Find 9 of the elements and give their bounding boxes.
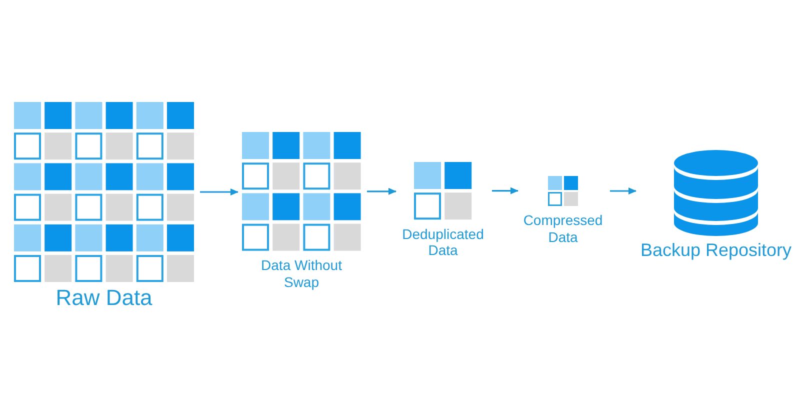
arrow <box>610 188 636 194</box>
arrow <box>367 188 396 195</box>
node-label: Data Without Swap <box>260 256 343 290</box>
arrow <box>492 187 518 194</box>
node-label: Deduplicated Data <box>401 226 485 260</box>
node-label: Raw Data <box>56 285 152 312</box>
arrow <box>200 188 238 196</box>
node-label: Backup Repository <box>640 240 792 262</box>
node-label: Compressed Data <box>522 212 604 246</box>
